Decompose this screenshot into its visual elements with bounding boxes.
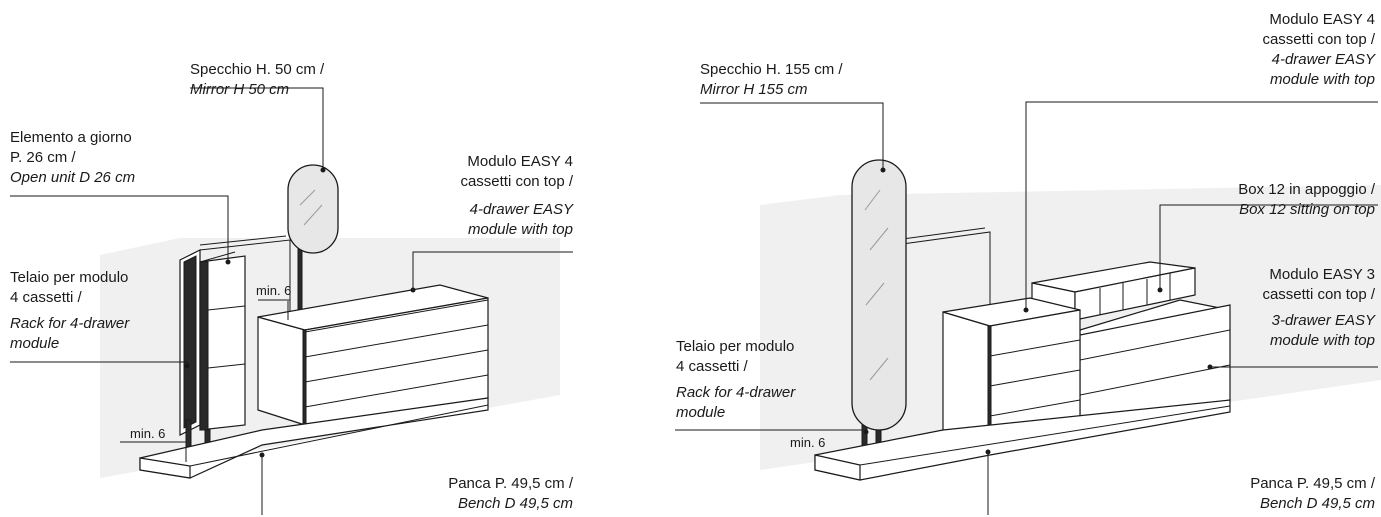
right-leaders bbox=[675, 101, 1378, 515]
right-bench bbox=[814, 399, 1231, 481]
right-mirror-label: Specchio H. 155 cm / Mirror H 155 cm bbox=[700, 61, 843, 98]
left-open-unit bbox=[199, 251, 246, 431]
right-rack-label: Telaio per modulo 4 cassetti / Rack for … bbox=[676, 338, 796, 421]
right-bench-label: Panca P. 49,5 cm / Bench D 49,5 cm bbox=[1250, 475, 1375, 512]
right-box-12 bbox=[1031, 261, 1196, 321]
right-module4-label: Modulo EASY 4 cassetti con top / 4-drawe… bbox=[1262, 11, 1375, 88]
left-leaders bbox=[10, 87, 573, 515]
left-open-unit-label: Elemento a giorno P. 26 cm / Open unit D… bbox=[10, 129, 136, 186]
right-composition bbox=[675, 101, 1381, 515]
left-bench bbox=[139, 397, 489, 479]
right-mirror bbox=[851, 159, 907, 431]
right-min-bottom: min. 6 bbox=[790, 435, 826, 450]
left-mirror-label: Specchio H. 50 cm / Mirror H 50 cm bbox=[190, 61, 325, 98]
left-rack-label: Telaio per modulo 4 cassetti / Rack for … bbox=[10, 269, 130, 352]
left-module4-label: Modulo EASY 4 cassetti con top / 4-drawe… bbox=[460, 153, 573, 238]
right-4-drawer-module bbox=[942, 297, 1081, 446]
left-rack-frame bbox=[179, 235, 291, 466]
left-bench-label: Panca P. 49,5 cm / Bench D 49,5 cm bbox=[448, 475, 573, 512]
left-composition bbox=[10, 87, 573, 515]
left-min-bottom: min. 6 bbox=[130, 426, 166, 441]
right-module3-label: Modulo EASY 3 cassetti con top / 3-drawe… bbox=[1262, 266, 1375, 349]
right-box12-label: Box 12 in appoggio / Box 12 sitting on t… bbox=[1238, 181, 1375, 218]
left-min-top: min. 6 bbox=[256, 283, 292, 298]
left-drawer-module bbox=[257, 284, 489, 433]
